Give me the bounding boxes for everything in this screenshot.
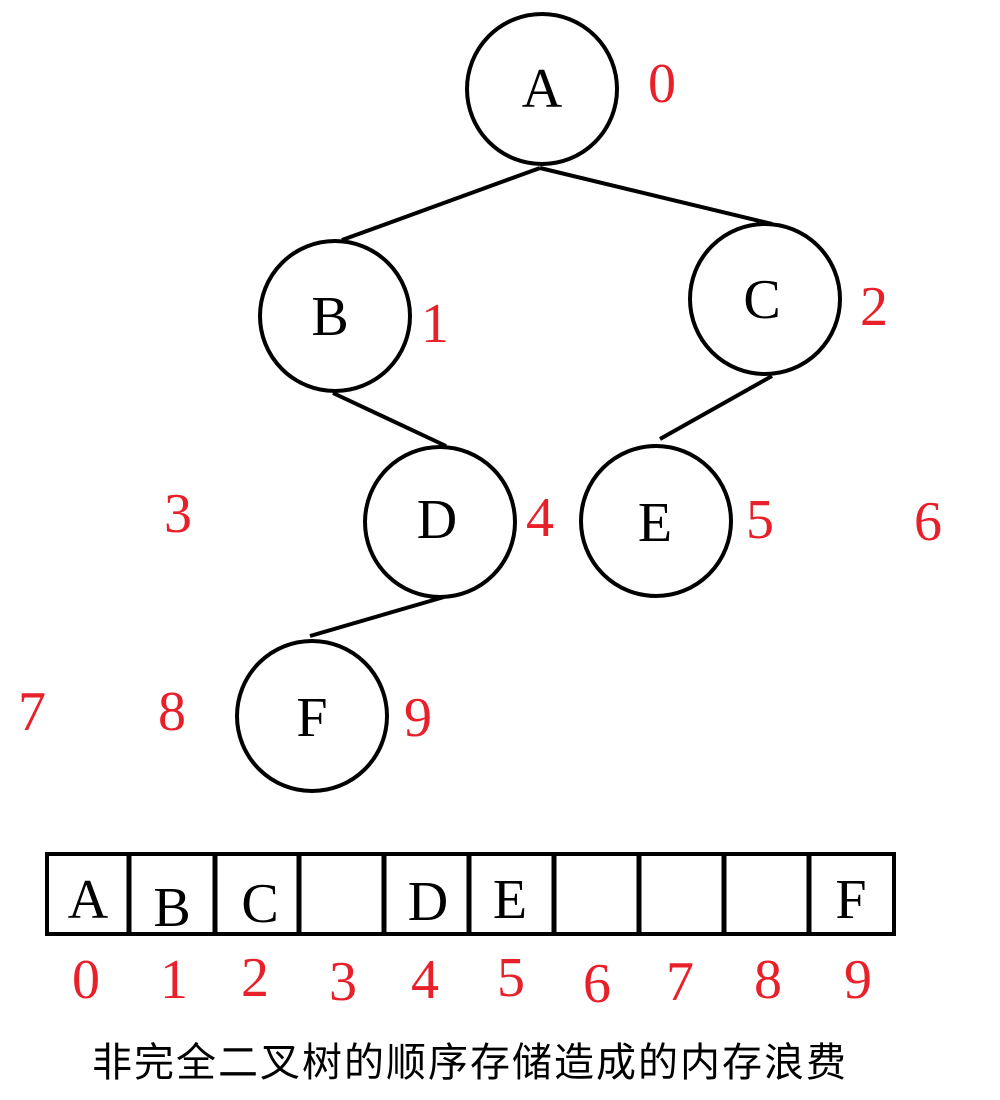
node-label: F xyxy=(296,687,327,749)
array-dividers xyxy=(126,854,812,934)
array-index-2: 2 xyxy=(241,947,269,1009)
tree-node-d: D xyxy=(363,445,517,599)
tree-node-a: A xyxy=(465,12,619,166)
tree-index-empty-8: 8 xyxy=(158,681,186,743)
edge-b-d xyxy=(332,391,447,448)
tree-index-a: 0 xyxy=(648,53,676,115)
array-index-4: 4 xyxy=(411,949,439,1011)
tree-node-c: C xyxy=(688,222,842,376)
array-cell-4: D xyxy=(408,871,448,933)
tree-index-labels: 0 1 2 4 5 9 3 6 7 8 xyxy=(18,53,942,749)
tree-index-e: 5 xyxy=(746,489,774,551)
edge-c-e xyxy=(659,374,773,441)
array-cells: A B C D E F xyxy=(68,869,867,939)
node-circle xyxy=(258,239,412,393)
array-index-6: 6 xyxy=(583,953,611,1015)
array-cell-1: B xyxy=(153,877,190,939)
array-cell-9: F xyxy=(835,869,866,931)
tree-node-f: F xyxy=(235,639,389,793)
tree-index-d: 4 xyxy=(526,487,554,549)
tree-node-e: E xyxy=(579,444,733,598)
array-cell-5: E xyxy=(493,869,527,931)
edge-a-c xyxy=(539,166,773,226)
node-label: A xyxy=(522,58,563,120)
node-circle xyxy=(235,639,389,793)
array-index-0: 0 xyxy=(72,949,100,1011)
array-index-9: 9 xyxy=(844,949,872,1011)
array-index-7: 7 xyxy=(666,951,694,1013)
node-label: C xyxy=(743,269,780,331)
tree-index-b: 1 xyxy=(421,293,449,355)
node-label: D xyxy=(417,489,457,551)
tree-node-b: B xyxy=(258,239,412,393)
tree-index-empty-3: 3 xyxy=(164,483,192,545)
tree-edges xyxy=(309,166,773,638)
edge-a-b xyxy=(341,166,541,242)
tree-index-f: 9 xyxy=(404,687,432,749)
array-indices: 0 1 2 3 4 5 6 7 8 9 xyxy=(72,947,872,1015)
tree-index-empty-6: 6 xyxy=(914,491,942,553)
tree-index-c: 2 xyxy=(860,276,888,338)
node-label: E xyxy=(638,492,672,554)
tree-index-empty-7: 7 xyxy=(18,681,46,743)
edge-d-f xyxy=(309,595,445,638)
array-cell-2: C xyxy=(241,873,278,935)
array-cell-0: A xyxy=(68,869,109,931)
array-index-3: 3 xyxy=(329,951,357,1013)
node-circle xyxy=(579,444,733,598)
array-index-8: 8 xyxy=(754,949,782,1011)
array-index-5: 5 xyxy=(497,947,525,1009)
array-index-1: 1 xyxy=(160,949,188,1011)
diagram-caption: 非完全二叉树的顺序存储造成的内存浪费 xyxy=(92,1040,848,1086)
node-label: B xyxy=(311,286,348,348)
storage-array: A B C D E F 0 1 2 3 4 5 6 7 8 9 xyxy=(45,852,896,1015)
node-circle xyxy=(688,222,842,376)
node-circle xyxy=(363,445,517,599)
node-circle xyxy=(465,12,619,166)
